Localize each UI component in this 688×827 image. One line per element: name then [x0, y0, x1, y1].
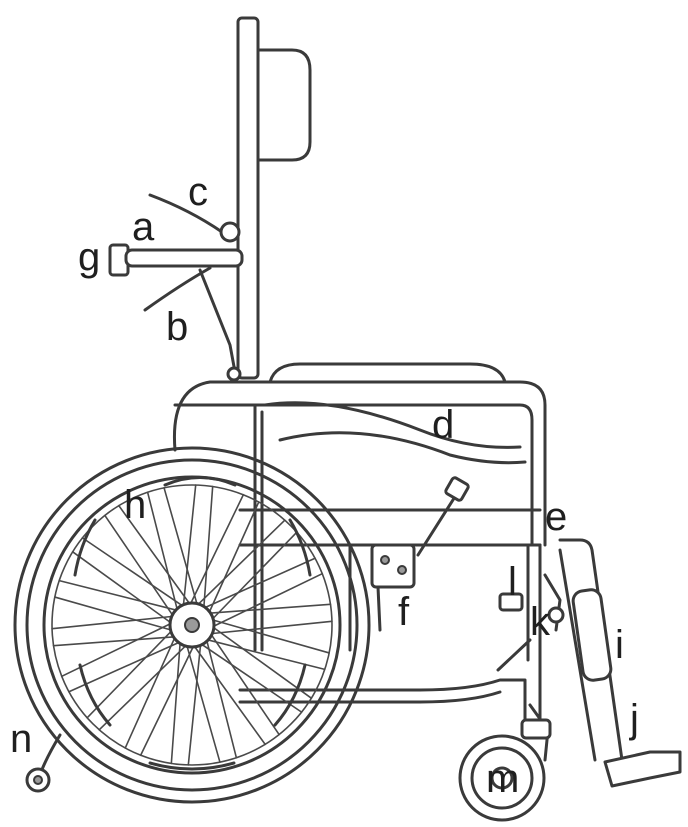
- upper-brake-lever: [148, 193, 224, 234]
- label-i: i: [615, 623, 624, 667]
- wheel-spoke: [200, 557, 316, 611]
- lower-brake-lever: [143, 266, 212, 312]
- wheel-spoke: [194, 519, 286, 609]
- label-n: n: [10, 717, 32, 761]
- label-m: m: [486, 757, 519, 801]
- wheel-spoke: [124, 633, 178, 749]
- wheel-spoke: [206, 620, 333, 635]
- wheel-spoke: [204, 635, 238, 759]
- wheel-spoke: [146, 491, 180, 615]
- wheel-spoke: [208, 618, 330, 654]
- label-e: e: [545, 495, 567, 539]
- wheel-spoke: [208, 630, 280, 736]
- label-k: k: [530, 600, 551, 644]
- backrest-frame: [236, 16, 312, 380]
- handle-grip: [124, 248, 244, 268]
- wheel-spoke: [202, 485, 214, 613]
- wheel-spoke: [170, 637, 182, 765]
- wheel-spoke: [54, 596, 176, 632]
- wheel-spoke: [206, 501, 260, 617]
- wheel-spoke: [188, 493, 245, 609]
- label-g: g: [78, 235, 100, 279]
- wheel-spoke: [51, 615, 178, 630]
- wheel-spoke: [104, 514, 176, 620]
- armrest-pad: [278, 431, 527, 465]
- legrest: [547, 538, 682, 788]
- label-h: h: [124, 483, 146, 527]
- wheel-spoke: [52, 635, 180, 647]
- wheel-spoke: [197, 641, 303, 713]
- seat-assembly: [172, 362, 547, 652]
- headrest: [256, 48, 312, 162]
- wheel-spoke: [163, 487, 199, 609]
- lower-frame: [238, 543, 562, 732]
- push-rim: [13, 446, 371, 804]
- anti-tip: [25, 733, 62, 793]
- label-a: a: [132, 205, 155, 249]
- wheel-spoke: [208, 572, 324, 629]
- footplate: [603, 750, 682, 788]
- front-caster: [458, 703, 552, 822]
- wheel-spoke: [71, 551, 175, 626]
- label-c: c: [188, 170, 208, 214]
- wheel-spoke: [187, 639, 202, 766]
- label-d: d: [432, 403, 454, 447]
- wheel-spoke: [86, 627, 176, 719]
- wheel-spoke: [209, 624, 313, 699]
- armrest-frame: [172, 380, 547, 547]
- wheel-spoke: [60, 621, 176, 678]
- wheel-spoke: [98, 641, 190, 731]
- wheel-spoke: [208, 531, 298, 623]
- wheel-spoke: [68, 639, 184, 693]
- gas-spring: [416, 490, 460, 557]
- label-j: j: [629, 697, 639, 741]
- label-l: l: [508, 560, 517, 604]
- rear-wheel: [13, 446, 371, 804]
- brake-block: [498, 592, 524, 612]
- label-b: b: [166, 305, 188, 349]
- wheel-spoke: [118, 504, 193, 608]
- calf-pad: [571, 588, 613, 682]
- seat-cushion: [268, 362, 507, 384]
- tilt-bracket: [370, 543, 416, 589]
- rim-handle-top: [163, 476, 237, 487]
- wheel-spoke: [204, 603, 332, 615]
- wheel-spoke: [139, 641, 196, 757]
- wheel-spoke: [81, 537, 187, 609]
- wheel-spoke: [191, 642, 266, 746]
- label-f: f: [398, 590, 410, 634]
- push-handle: [108, 193, 244, 382]
- wheel-spoke: [182, 484, 197, 611]
- brake-cable: [198, 268, 237, 374]
- wheel-spoke: [58, 579, 182, 613]
- wheel-spoke: [185, 641, 221, 763]
- legrest-tube: [558, 538, 624, 762]
